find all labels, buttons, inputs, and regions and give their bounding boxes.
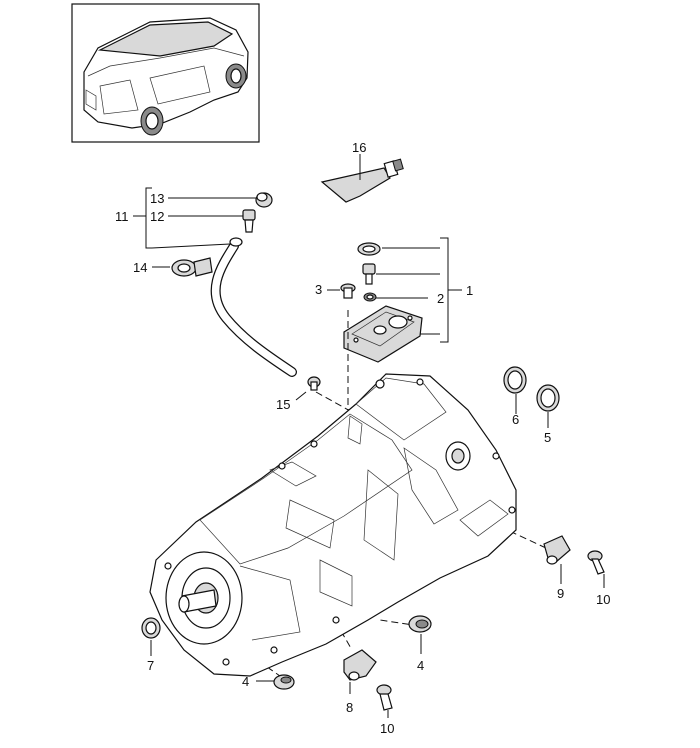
callout-3: 3 [315,282,322,297]
seal-ring-part [357,242,381,256]
callout-15: 15 [276,397,290,412]
seal-ring-7-part [141,617,161,656]
sealant-tube-part [320,154,404,203]
screw-15-part [295,376,321,401]
callout-4-right: 4 [417,658,424,673]
suv-rear-view-icon [83,17,249,136]
cover-bolt-part [327,283,356,299]
callout-5: 5 [544,430,551,445]
vent-plug-part [362,263,376,285]
sensor-8-part [343,649,377,694]
bolt-10-right-part [587,550,605,588]
bolt-10-bottom-part [376,684,393,718]
breather-cap-part [255,192,273,208]
callout-7: 7 [147,658,154,673]
plug-4-right-part [408,615,432,654]
breather-group-bracket [133,187,258,249]
callout-1: 1 [466,283,473,298]
callout-13: 13 [150,191,164,206]
vehicle-locator-inset [71,3,260,143]
callout-4-bottom: 4 [242,674,249,689]
sensor-9-part [543,535,571,584]
callout-12: 12 [150,209,164,224]
callout-8: 8 [346,700,353,715]
callout-9: 9 [557,586,564,601]
shift-cover-plate-part [343,305,423,363]
breather-hose-part [210,237,297,377]
plug-4-bottom-part [256,674,295,690]
transmission-housing-part [149,373,517,677]
hose-clamp-part [152,257,213,277]
callout-10-bottom: 10 [380,721,394,736]
seal-ring-6-part [503,366,527,414]
washer-part [363,292,377,302]
cover-group-bracket [376,237,462,343]
breather-valve-part [242,209,256,233]
callout-2: 2 [437,291,444,306]
callout-14: 14 [133,260,147,275]
callout-11: 11 [115,209,129,224]
callout-10-right: 10 [596,592,610,607]
callout-6: 6 [512,412,519,427]
callout-16: 16 [352,140,366,155]
seal-ring-5-part [536,384,560,428]
callout-labels: 1 2 3 4 4 5 6 7 8 9 10 10 11 12 13 14 15… [115,140,610,736]
